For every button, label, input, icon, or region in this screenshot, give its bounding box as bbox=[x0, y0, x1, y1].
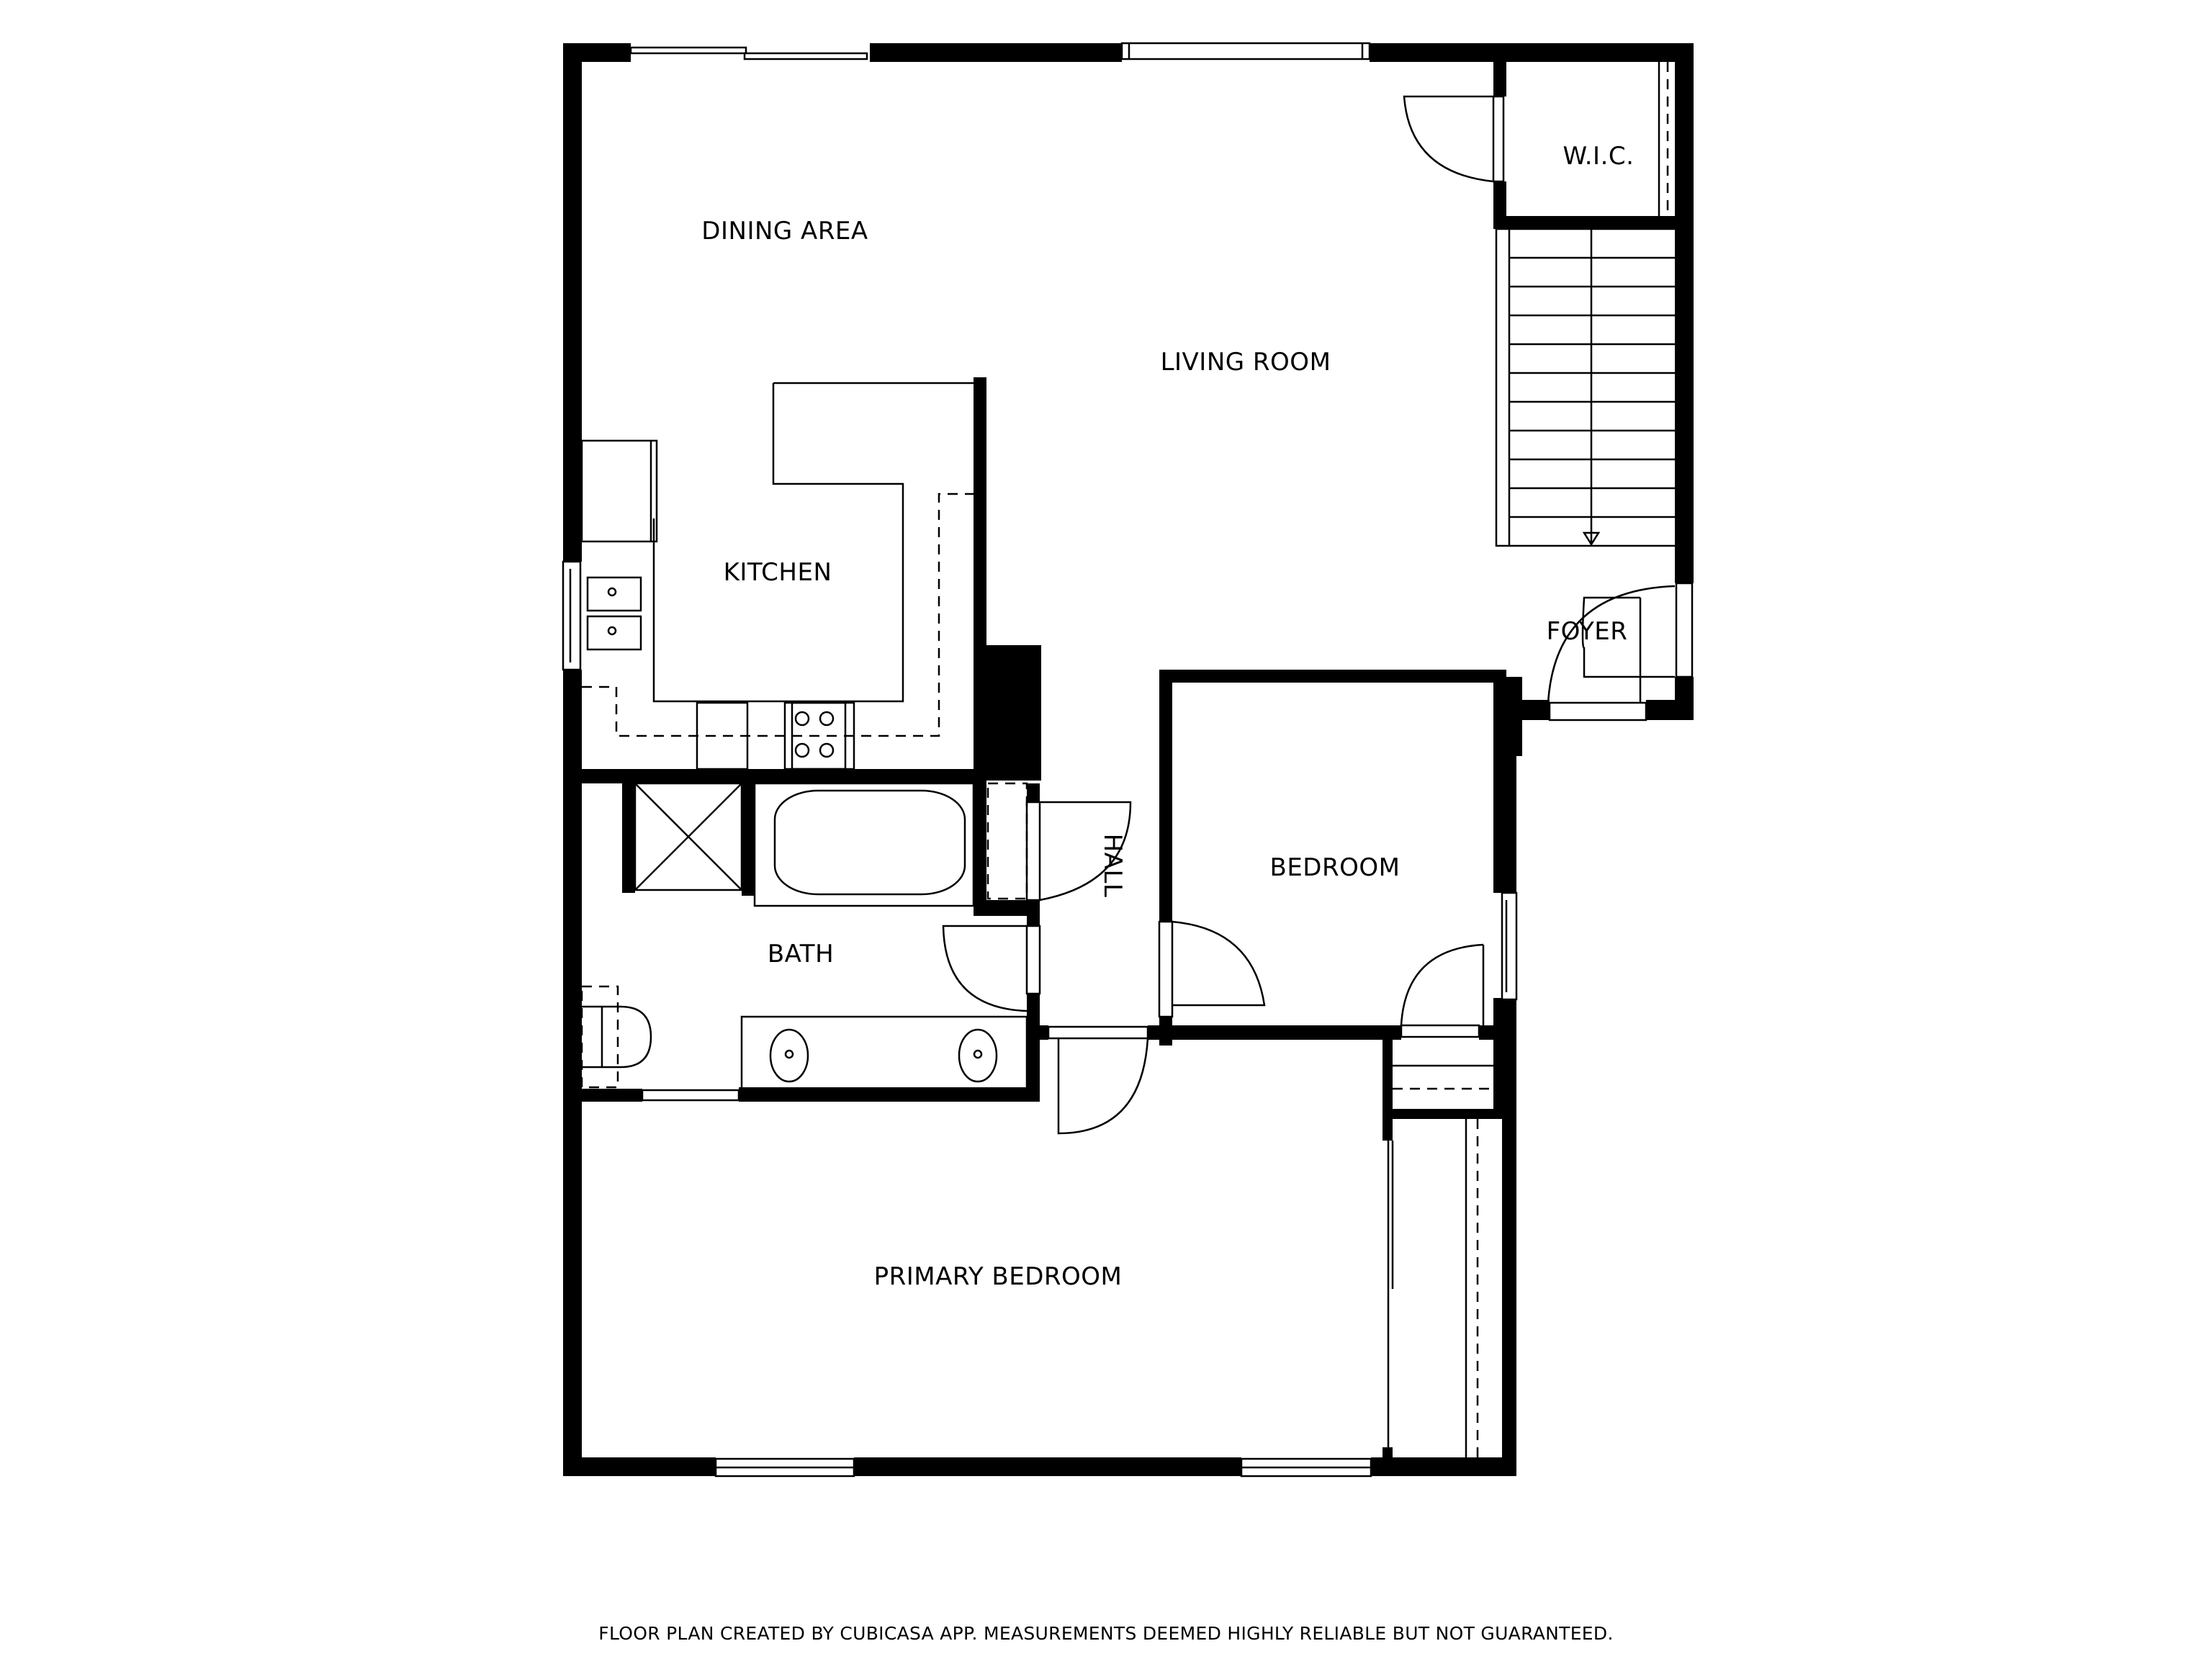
vanity bbox=[740, 1015, 1028, 1090]
windows bbox=[562, 42, 1694, 1478]
arrow-down-icon bbox=[1582, 531, 1601, 547]
sliding-door-panel-1 bbox=[629, 46, 747, 55]
toilet-clearance bbox=[580, 985, 619, 1089]
window-living-top bbox=[1120, 42, 1371, 60]
window-foyer bbox=[1675, 582, 1694, 678]
sliding-door-panel-2 bbox=[743, 52, 868, 60]
bathtub bbox=[773, 789, 966, 896]
stair-rail bbox=[1495, 228, 1511, 547]
linen-closet bbox=[986, 782, 1028, 900]
bath-fixtures bbox=[580, 782, 1028, 1090]
doors bbox=[942, 95, 1676, 1447]
burner bbox=[794, 711, 810, 727]
window-kitchen bbox=[562, 560, 582, 671]
burner bbox=[819, 711, 835, 727]
sink-right bbox=[958, 1028, 998, 1083]
room-label-bath: BATH bbox=[768, 940, 834, 968]
room-label-wic: W.I.C. bbox=[1563, 142, 1635, 171]
stairs bbox=[1495, 62, 1675, 547]
bath-pocket-door bbox=[641, 1089, 740, 1102]
sink-basin-2 bbox=[586, 615, 642, 651]
room-label-kitchen: KITCHEN bbox=[724, 558, 832, 587]
refrigerator bbox=[580, 439, 658, 543]
sink-basin-1 bbox=[586, 576, 642, 612]
burner bbox=[794, 742, 810, 758]
burner bbox=[819, 742, 835, 758]
upper-cabinets-outline bbox=[582, 493, 974, 737]
window-bedroom bbox=[1501, 891, 1518, 1001]
shower bbox=[634, 782, 743, 891]
kitchen-fixtures bbox=[580, 382, 974, 770]
room-label-dining: DINING AREA bbox=[701, 217, 868, 246]
exterior-walls bbox=[563, 43, 1694, 1476]
interior-walls bbox=[563, 43, 1694, 1476]
toilet bbox=[582, 1005, 652, 1069]
cabinet bbox=[696, 701, 749, 770]
room-label-hall: HALL bbox=[1098, 834, 1127, 898]
room-label-living: LIVING ROOM bbox=[1161, 348, 1331, 377]
foyer-threshold bbox=[1548, 701, 1647, 721]
closets bbox=[1393, 1064, 1493, 1457]
disclaimer-footer: FLOOR PLAN CREATED BY CUBICASA APP. MEAS… bbox=[598, 1623, 1614, 1644]
room-label-foyer: FOYER bbox=[1547, 617, 1628, 646]
sink-left bbox=[769, 1028, 809, 1083]
room-label-bedroom: BEDROOM bbox=[1270, 853, 1401, 882]
room-label-primary-bedroom: PRIMARY BEDROOM bbox=[874, 1262, 1123, 1291]
kitchen-island bbox=[652, 382, 974, 703]
room-labels: DINING AREA LIVING ROOM W.I.C. KITCHEN F… bbox=[701, 142, 1634, 1291]
bathtub-surround bbox=[753, 782, 975, 907]
